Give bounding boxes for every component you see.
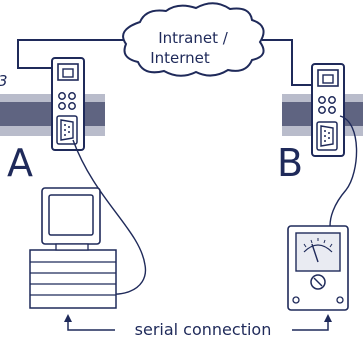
device-a	[51, 57, 85, 151]
device-b-status-leds	[318, 96, 336, 114]
computer-icon	[29, 187, 117, 309]
network-cable-b	[262, 39, 318, 86]
device-a-status-leds	[58, 92, 76, 110]
network-cloud-shape	[122, 2, 265, 77]
device-b-ethernet-port	[317, 69, 339, 87]
callout-arrow-right	[324, 314, 332, 322]
cloud-label-line1: Intranet /	[158, 29, 229, 47]
device-a-serial-port	[56, 115, 78, 145]
cut-off-label: 3	[0, 72, 8, 90]
device-b	[311, 63, 345, 157]
meter-needle	[311, 243, 319, 263]
measuring-instrument-icon	[287, 225, 349, 311]
serial-connection-label: serial connection	[135, 320, 272, 339]
device-a-ethernet-port	[57, 63, 79, 81]
device-a-letter: A	[7, 141, 33, 185]
serial-cable-a	[72, 139, 147, 295]
network-cable-a	[17, 39, 124, 69]
serial-cable-b	[329, 115, 358, 227]
cloud-label-line2: Internet	[150, 49, 210, 67]
meter-jack-right	[336, 296, 344, 304]
device-b-serial-port	[316, 121, 338, 151]
meter-jack-left	[292, 296, 300, 304]
device-b-letter: B	[277, 141, 303, 185]
callout-arrow-left	[64, 314, 72, 322]
computer-screen	[48, 194, 94, 236]
callout-bracket	[67, 322, 329, 331]
